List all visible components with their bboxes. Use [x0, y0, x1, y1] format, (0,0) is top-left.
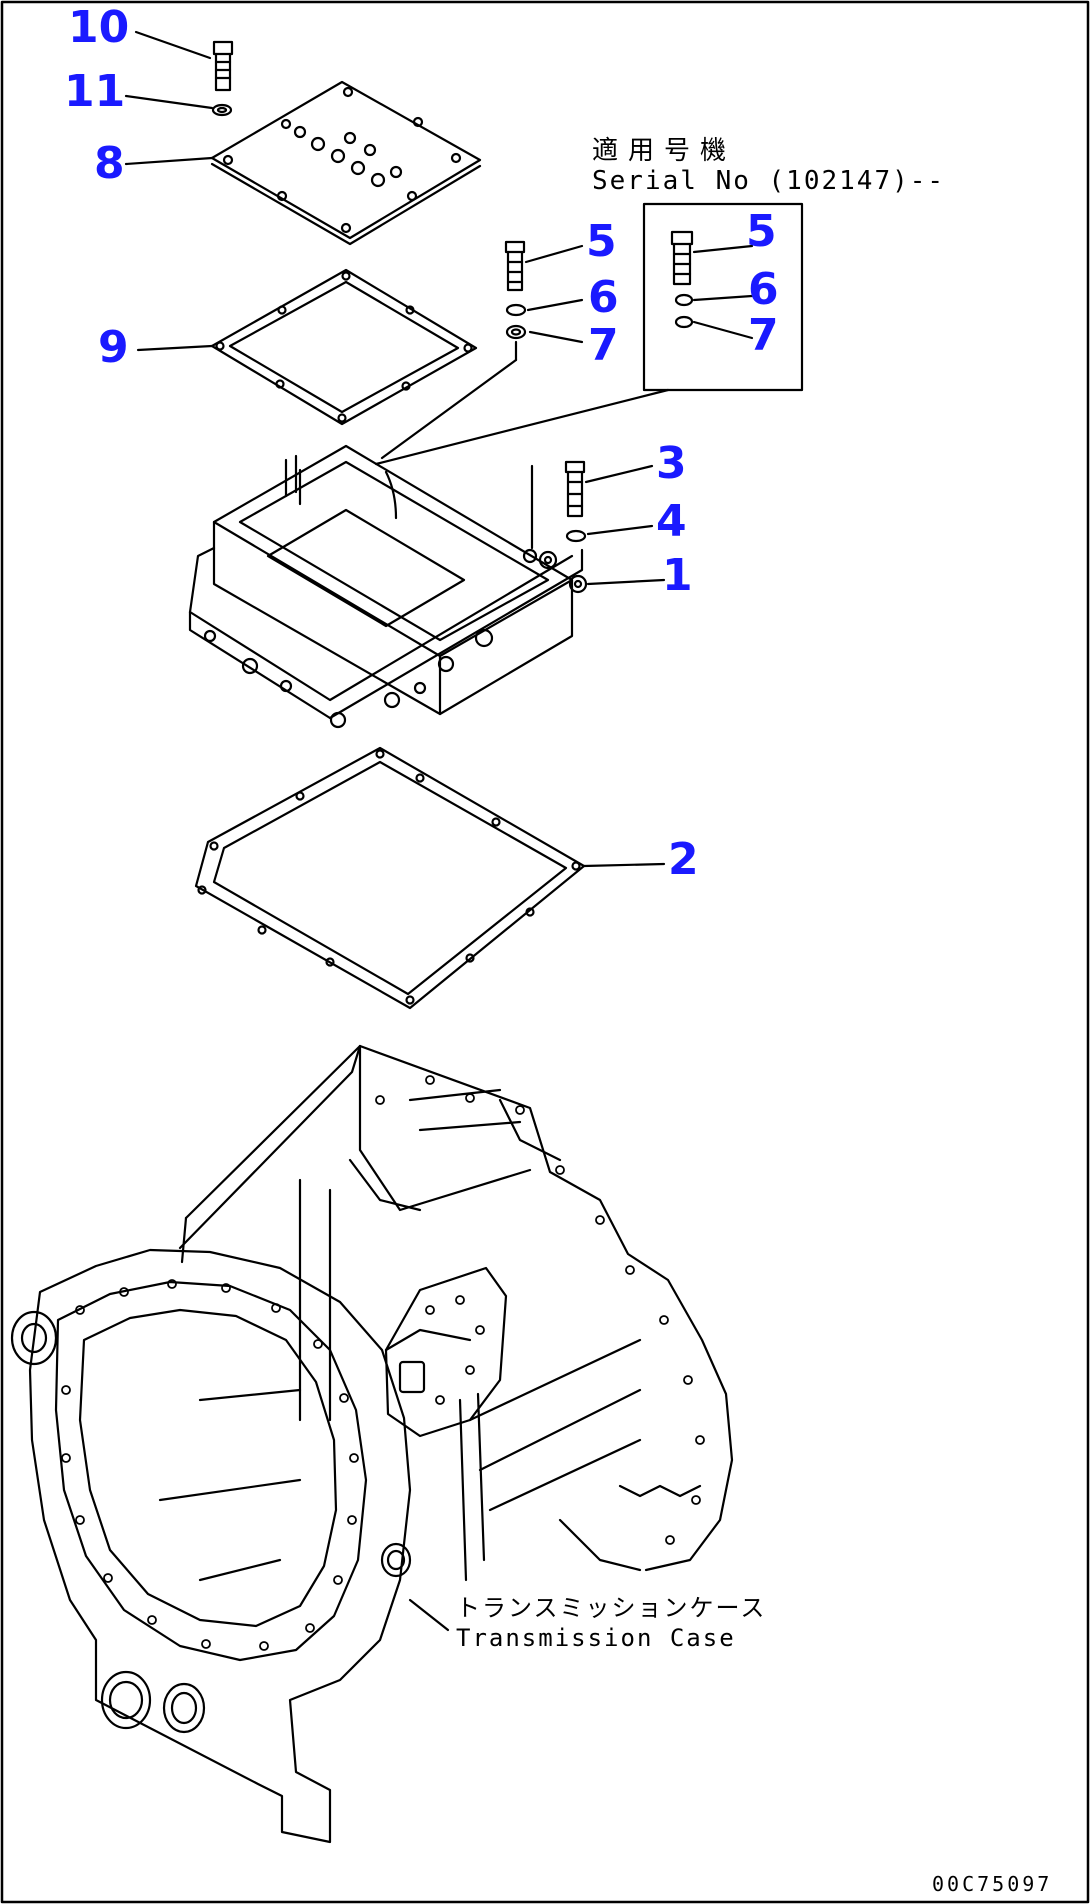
callout-10: 10 [68, 2, 130, 53]
cover-plate-8-icon [210, 80, 482, 246]
transmission-case-icon [10, 1044, 734, 1844]
callout-7b: 7 [748, 310, 779, 361]
callout-5a: 5 [586, 216, 617, 267]
callout-2: 2 [668, 834, 699, 885]
case-label-en: Transmission Case [456, 1624, 736, 1652]
washer-6-icon [505, 303, 527, 317]
callout-8: 8 [94, 138, 125, 189]
callout-4: 4 [656, 496, 687, 547]
drawing-code: 00C75097 [932, 1872, 1053, 1896]
serial-note-en: Serial No (102147)-- [592, 166, 946, 196]
leader-lines [124, 30, 754, 1632]
serial-box [642, 202, 804, 392]
callout-9: 9 [98, 322, 129, 373]
washer-4-icon [565, 529, 587, 543]
washer-6-alt-icon [674, 293, 694, 307]
washer-11-icon [211, 103, 233, 117]
case-label-jp: トランスミッションケース [456, 1594, 767, 1622]
callout-7a: 7 [588, 320, 619, 371]
callout-3: 3 [656, 438, 687, 489]
washer-7-icon [505, 324, 527, 340]
bolt-5-alt-icon [670, 230, 694, 286]
gasket-9-icon [210, 268, 478, 426]
callout-1: 1 [662, 550, 693, 601]
washer-7-alt-icon [674, 315, 694, 329]
callout-5b: 5 [746, 206, 777, 257]
serial-note-jp: 適用号機 [592, 136, 737, 166]
callout-6a: 6 [588, 272, 619, 323]
callout-6b: 6 [748, 264, 779, 315]
bolt-3-icon [564, 460, 586, 518]
callout-11: 11 [64, 66, 126, 117]
bolt-10-icon [212, 40, 234, 92]
gasket-2-icon [194, 746, 586, 1010]
upper-case-1-icon [188, 444, 588, 729]
bolt-5-icon [504, 240, 526, 292]
